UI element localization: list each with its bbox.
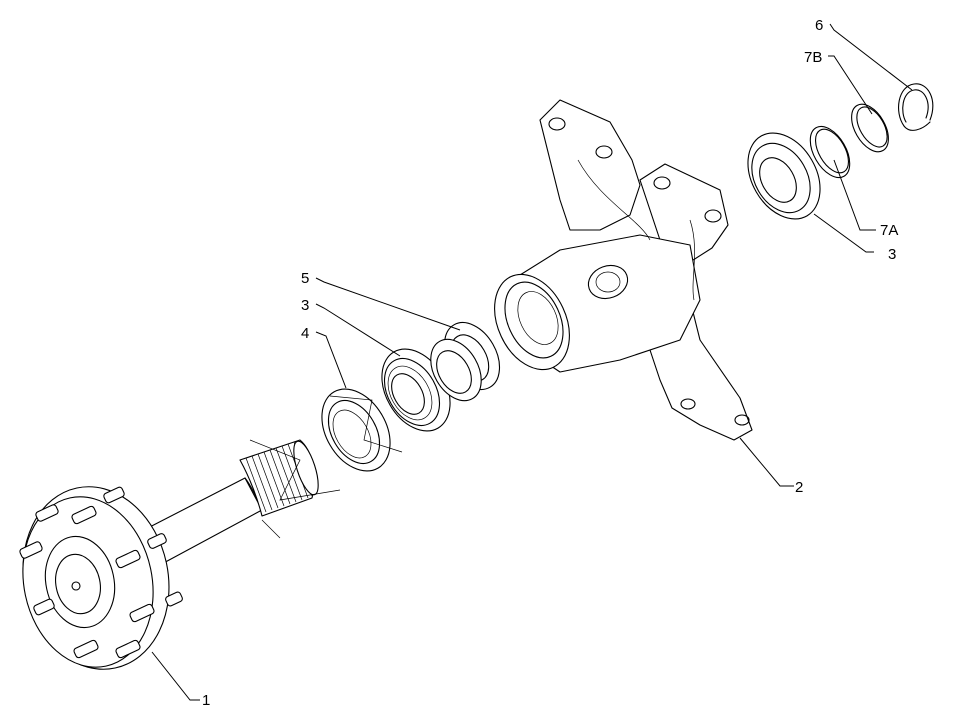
callout-3-right: 3 [888,246,896,263]
part-1-hub-shaft [19,439,341,670]
part-3-bearing-outer [747,132,821,220]
callout-label: 3 [301,297,309,314]
callout-label: 6 [815,17,823,34]
callout-label: 3 [888,246,896,263]
callout-7A: 7A [880,222,898,239]
callout-6: 5 [301,270,309,287]
part-5-seal [321,388,403,472]
part-4-snap-ring [898,83,934,131]
callout-label: 1 [202,692,210,709]
callout-3-left: 3 [301,297,309,314]
part-7A-ring [809,125,851,179]
callout-label: 2 [795,479,803,496]
callout-label: 4 [301,325,309,342]
callout-label: 7A [880,222,898,239]
callout-4: 6 [815,17,823,34]
callout-label: 7B [804,49,822,66]
part-2-housing [494,99,753,441]
callout-5: 4 [301,325,309,342]
callout-1: 1 [202,692,210,709]
callout-7B: 7B [804,49,822,66]
callout-label: 5 [301,270,309,287]
callout-2: 2 [795,479,803,496]
leader-lines [151,23,913,701]
part-6-shims [430,322,501,402]
part-7B-ring [851,103,889,153]
